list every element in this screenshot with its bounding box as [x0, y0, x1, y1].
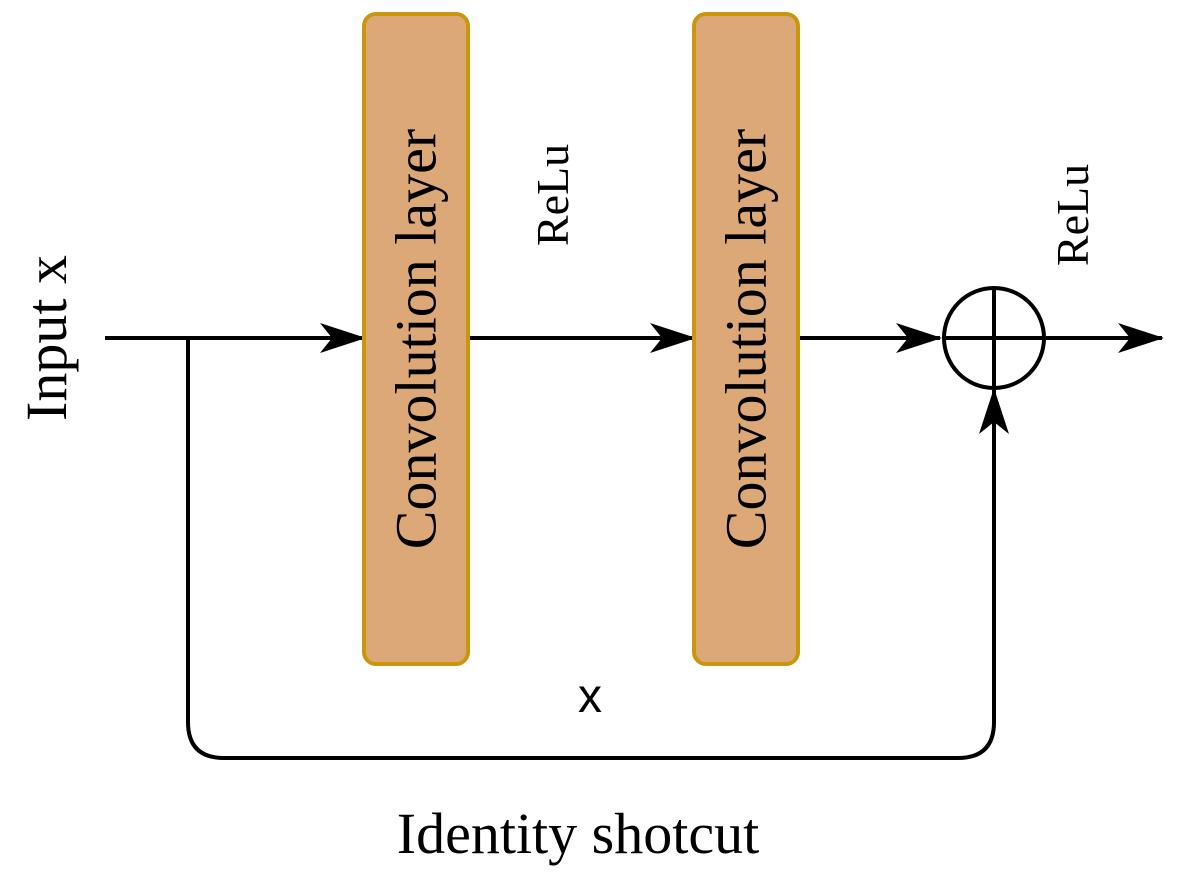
input-label: Input x	[14, 255, 79, 421]
sum-node-icon	[942, 286, 1046, 390]
conv-block-2-label: Convolution layer	[714, 129, 779, 549]
relu-label-2: ReLu	[1047, 164, 1098, 266]
relu-label-1: ReLu	[527, 144, 578, 246]
identity-shortcut-line	[186, 338, 1009, 760]
shortcut-caption: Identity shotcut	[397, 801, 759, 866]
conv-block-2: Convolution layer	[692, 12, 800, 666]
conv-block-1-label: Convolution layer	[384, 129, 449, 549]
shortcut-x-label: x	[578, 670, 602, 723]
conv-block-1: Convolution layer	[362, 12, 470, 666]
